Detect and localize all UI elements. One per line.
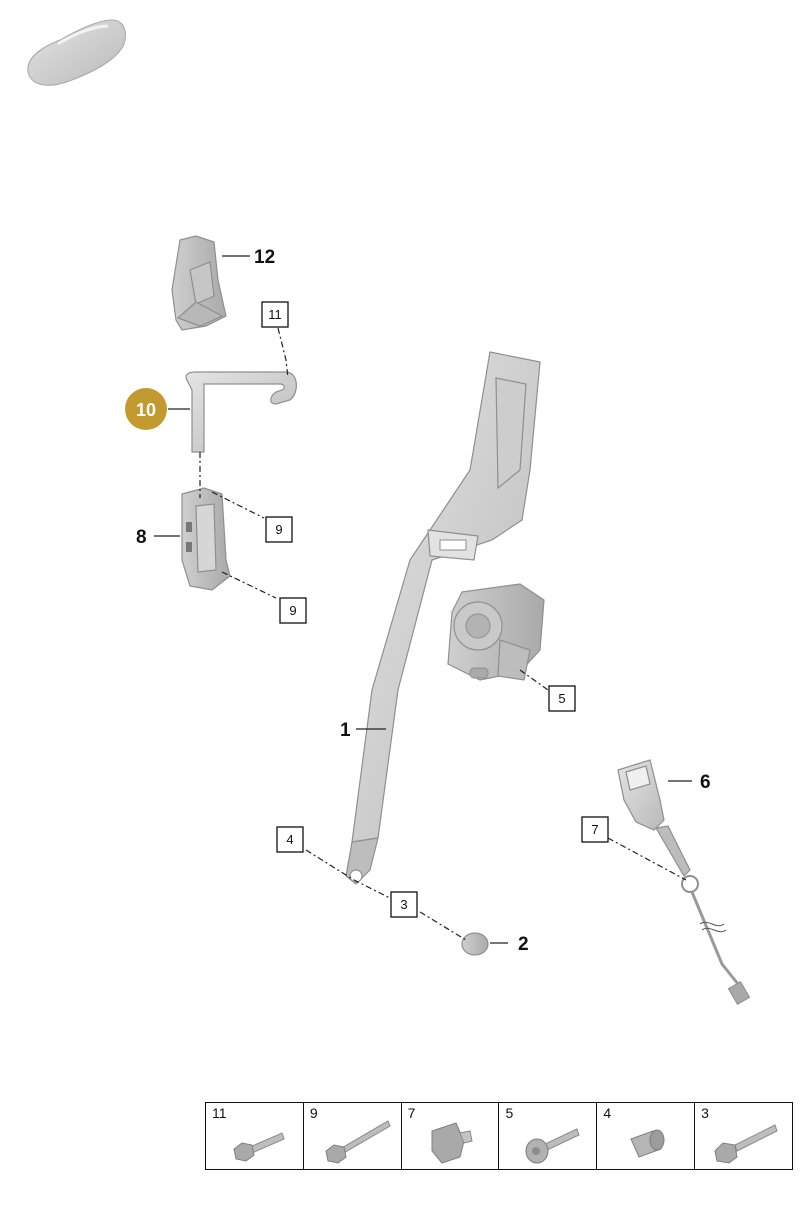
leader-9a [211, 491, 265, 519]
part-6-buckle [617, 759, 751, 1005]
callout-3: 3 [400, 897, 407, 912]
legend-cell-4[interactable]: 4 [597, 1103, 696, 1169]
torx-bolt-icon [525, 1128, 581, 1164]
part-1-belt-webbing [345, 351, 541, 885]
part-5-retractor [447, 583, 545, 681]
callout-2: 2 [518, 934, 529, 955]
legend-cell-9[interactable]: 9 [304, 1103, 402, 1169]
callout-1: 1 [340, 720, 351, 741]
spacer-sleeve-icon [630, 1129, 665, 1158]
leader-9b [221, 571, 277, 599]
legend-num: 4 [603, 1105, 612, 1121]
fastener-legend: 11 9 7 5 4 3 [205, 1102, 793, 1170]
leader-7 [607, 837, 687, 881]
callout-8: 8 [136, 527, 147, 548]
callout-6: 6 [700, 772, 711, 793]
legend-num: 5 [505, 1105, 514, 1121]
callout-9b: 9 [289, 603, 296, 618]
callout-4: 4 [286, 832, 293, 847]
callout-5-box: 5 [548, 685, 576, 712]
callout-11: 11 [268, 307, 282, 322]
callout-7: 7 [591, 822, 598, 837]
callout-11-box: 11 [261, 301, 289, 328]
flange-bolt-icon [714, 1124, 778, 1164]
legend-cell-5[interactable]: 5 [499, 1103, 598, 1169]
callout-9a-box: 9 [265, 516, 293, 543]
leader-5 [519, 669, 549, 691]
legend-num: 7 [407, 1105, 416, 1121]
legend-cell-3[interactable]: 3 [695, 1103, 792, 1169]
part-10-adjuster-rod [185, 371, 297, 453]
legend-cell-11[interactable]: 11 [206, 1103, 304, 1169]
callout-4-box: 4 [276, 826, 304, 853]
part-8-adjuster-rail [181, 487, 231, 591]
long-bolt-icon [325, 1120, 391, 1164]
callout-9a: 9 [275, 522, 282, 537]
leader-11 [277, 327, 289, 379]
callout-9b-box: 9 [279, 597, 307, 624]
part-2-cap [461, 932, 489, 956]
leader-3 [419, 911, 467, 941]
callout-5: 5 [558, 691, 565, 706]
legend-num: 11 [212, 1105, 227, 1121]
callout-7-box: 7 [581, 816, 609, 843]
legend-num: 9 [309, 1105, 318, 1121]
callout-3-box: 3 [390, 891, 418, 918]
callout-10: 10 [136, 400, 156, 420]
vehicle-thumbnail-icon [27, 19, 126, 86]
part-12-upper-bracket [171, 235, 227, 331]
callout-10-highlight[interactable]: 10 [125, 388, 167, 430]
collar-nut-icon [431, 1122, 473, 1164]
legend-num: 3 [701, 1105, 709, 1121]
leader-4 [305, 849, 391, 899]
legend-cell-7[interactable]: 7 [402, 1103, 500, 1169]
hex-bolt-icon [233, 1132, 285, 1162]
callout-12: 12 [254, 247, 275, 268]
